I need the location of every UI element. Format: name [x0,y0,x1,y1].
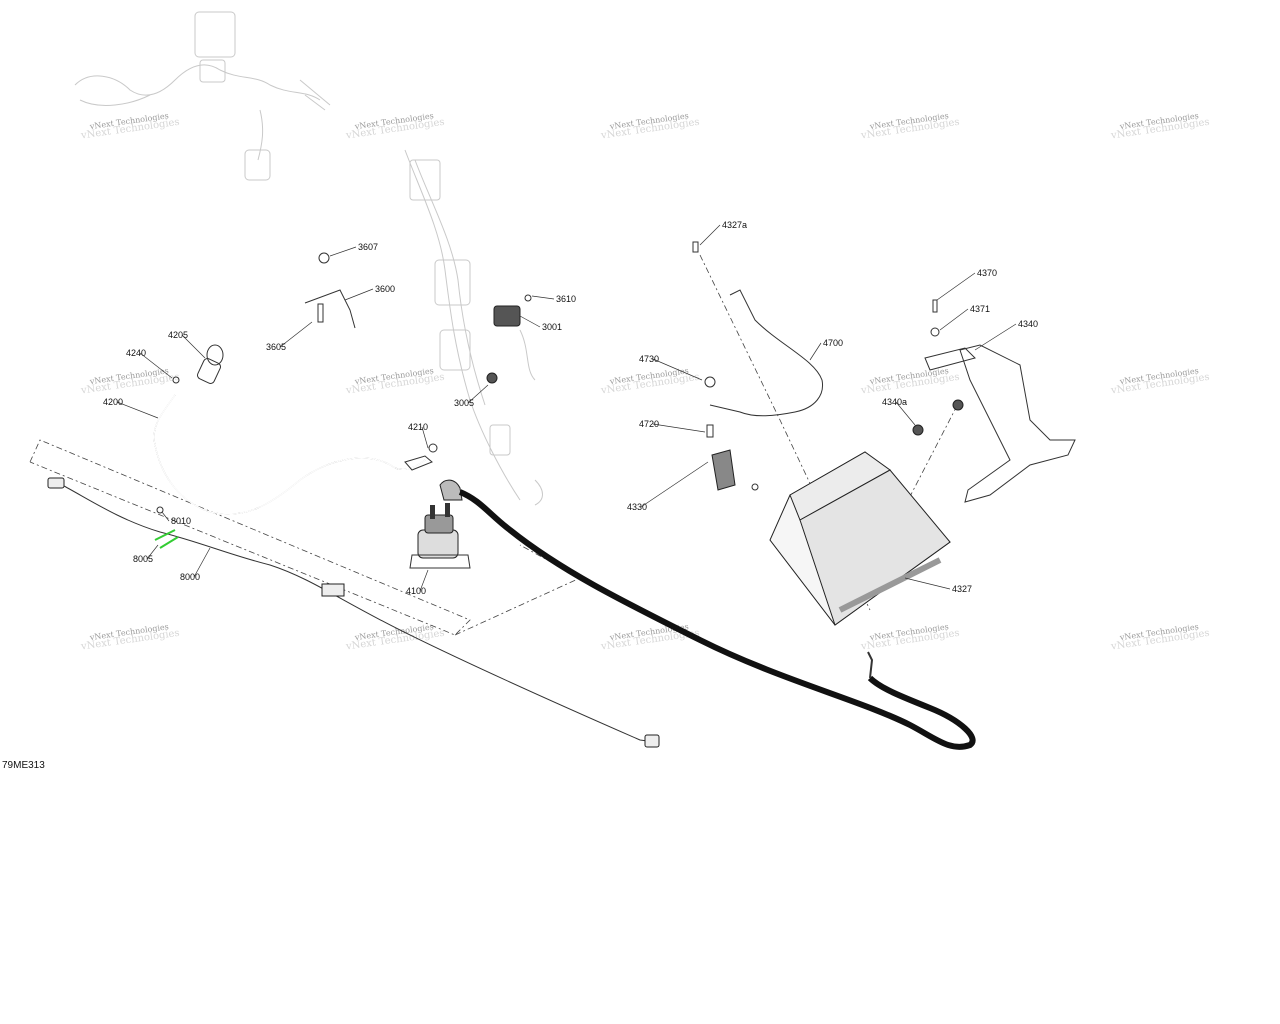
callout-layer: 3607 3600 3605 3610 3001 3005 4205 4240 4200 4210… [103,220,1038,596]
wire-8000 [47,477,660,748]
bracket-4340 [912,299,1076,503]
battery-4327 [711,449,951,626]
callout-leader-4730 [652,358,703,381]
callout-leader-4330 [640,461,709,508]
callout-leader-4340a [895,401,916,426]
callout-3001: 3001 [542,322,562,332]
cable-4700 [692,241,824,438]
callout-4100: 4100 [406,586,426,596]
callout-4720: 4720 [639,419,659,429]
callout-leader-4370 [936,272,976,301]
module-3001 [486,294,532,384]
callout-3607: 3607 [358,242,378,252]
callout-4205: 4205 [168,330,188,340]
callout-leader-4200 [116,401,159,419]
callout-leader-4700 [809,342,822,361]
cable-main-positive [458,489,976,750]
callout-leader-3600 [344,288,374,301]
callout-leader-4371 [939,308,969,331]
callout-leader-4340 [974,323,1017,351]
callout-8010: 8010 [171,516,191,526]
diagram-code: 79ME313 [2,760,45,771]
callout-3605: 3605 [266,342,286,352]
ghost-harness [74,11,543,506]
callout-4240: 4240 [126,348,146,358]
callout-4327a: 4327a [722,220,747,230]
callout-4700: 4700 [823,338,843,348]
solenoid-4100 [409,443,471,569]
callout-3600: 3600 [375,284,395,294]
cable-4200 [153,344,433,515]
callout-leader-3610 [531,295,555,300]
callout-4200: 4200 [103,397,123,407]
callout-3005: 3005 [454,398,474,408]
callout-3610: 3610 [556,294,576,304]
callout-4371: 4371 [970,304,990,314]
callout-4730: 4730 [639,354,659,364]
callout-leader-8005 [146,544,159,560]
callout-leader-4100 [419,569,429,592]
callout-8005: 8005 [133,554,153,564]
cable-3600 [304,252,356,329]
callout-4370: 4370 [977,268,997,278]
callout-leader-4240 [139,352,173,379]
callout-leader-8010 [161,511,170,522]
callout-leader-8000 [193,547,211,578]
callout-leader-3001 [519,315,541,328]
callout-leader-4210 [421,426,429,449]
callout-4327: 4327 [952,584,972,594]
callout-4340a: 4340a [882,397,907,407]
callout-leader-3605 [279,321,313,348]
callout-leader-4205 [181,334,206,359]
callout-8000: 8000 [180,572,200,582]
callout-leader-4720 [652,423,706,433]
callout-4340: 4340 [1018,319,1038,329]
callout-leader-3607 [329,246,357,257]
callout-4330: 4330 [627,502,647,512]
callout-leader-4327 [904,577,951,590]
callout-leader-4327a [699,224,721,246]
callout-4210: 4210 [408,422,428,432]
callout-leader-3005 [467,384,489,404]
